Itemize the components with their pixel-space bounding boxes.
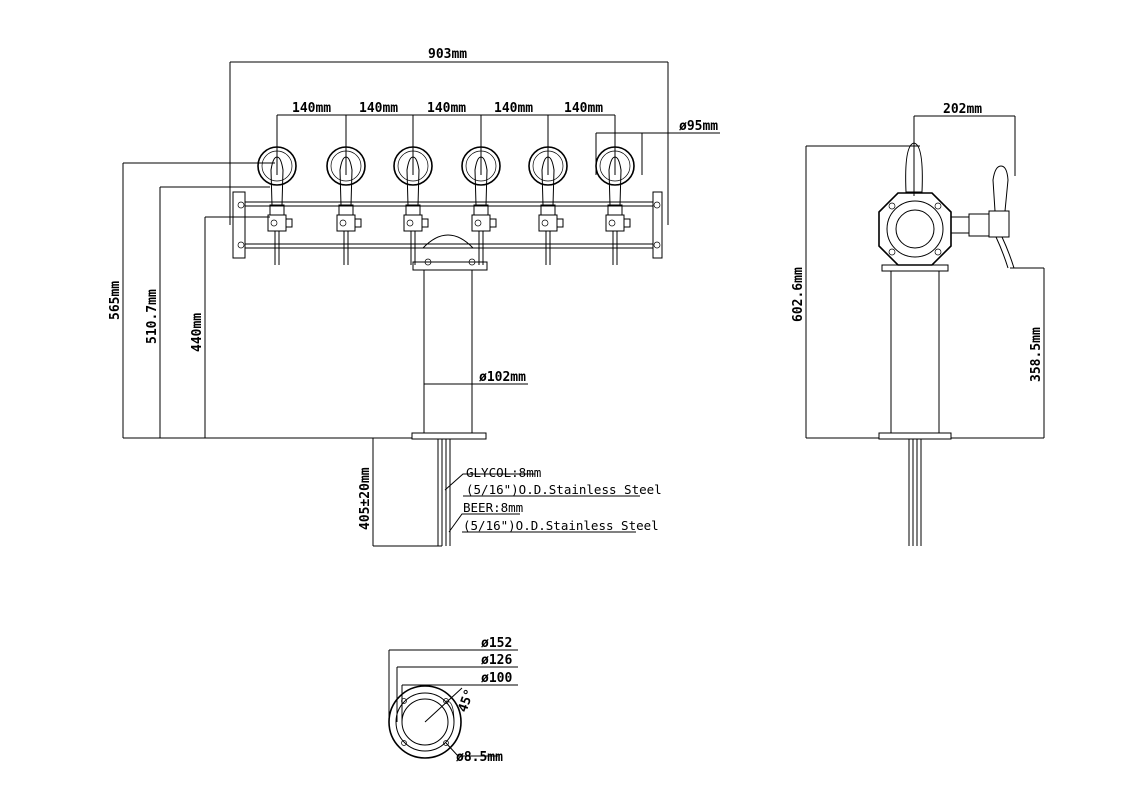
tap-spacing-label-3: 140mm [427, 101, 466, 116]
glycol-leader [444, 473, 640, 497]
side-column-base [878, 432, 952, 440]
column [423, 270, 473, 433]
height-440-label: 440mm [190, 313, 205, 352]
base-inner-label: ø100 [481, 671, 512, 686]
tap-side-knob [623, 218, 631, 228]
height-440-dimension [204, 216, 270, 438]
height-565-label: 565mm [108, 281, 123, 320]
tap-valve [270, 219, 278, 227]
glycol-note-line2: (5/16")O.D.Stainless Steel [466, 482, 662, 497]
medallion-dimension [595, 132, 720, 175]
tap-spout [343, 231, 349, 265]
height-510-dimension [159, 186, 270, 438]
height-565-dimension [122, 162, 275, 438]
beer-note-line2: (5/16")O.D.Stainless Steel [463, 518, 659, 533]
tap-spacing-label-5: 140mm [564, 101, 603, 116]
bolt-hole [401, 740, 407, 746]
side-view: 202mm 602.6mm 358.5mm [791, 102, 1045, 546]
shank-length-dimension [372, 438, 442, 547]
glycol-note-line1: GLYCOL:8mm [466, 465, 541, 480]
tap-side-knob [489, 218, 497, 228]
beer-leader [448, 513, 636, 533]
right-end-flange [652, 191, 663, 259]
left-end-flange [232, 191, 246, 259]
tap-valve [541, 219, 549, 227]
tap-side-knob [285, 218, 293, 228]
shank-tubes [437, 439, 451, 546]
side-faucet-body [988, 210, 1010, 238]
tap-valve [406, 219, 414, 227]
tap-side-knob [556, 218, 564, 228]
side-spout-dimension [951, 267, 1045, 439]
tap-spout [410, 231, 416, 265]
height-510-label: 510.7mm [145, 289, 160, 344]
angle-arc [445, 700, 455, 723]
side-depth-dimension [913, 115, 1016, 196]
overall-width-dimension [229, 61, 669, 225]
shank-length-label: 405±20mm [358, 467, 373, 530]
column-top-flange [412, 261, 488, 271]
horizontal-bar [245, 201, 653, 249]
beer-note-line1: BEER:8mm [463, 500, 523, 515]
base-bolt-circle-label: ø126 [481, 653, 512, 668]
side-faucet-spout [995, 236, 1015, 269]
tap-spout [274, 231, 280, 265]
front-view: 903mm 140mm 140mm 140mm 140mm 140mm ø95m… [108, 47, 720, 547]
center-arch [422, 234, 474, 249]
overall-width-label: 903mm [428, 47, 467, 62]
side-flange-bore [895, 209, 935, 249]
side-height-dimension [805, 145, 920, 439]
tap-spacing-label-1: 140mm [292, 101, 331, 116]
tap-valve [608, 219, 616, 227]
tap-spacing-label-4: 140mm [494, 101, 533, 116]
base-dimension-lines [388, 649, 518, 757]
tap-spout [478, 231, 484, 265]
side-faucet-shank [950, 216, 970, 234]
tap-spout [545, 231, 551, 265]
side-column [890, 271, 940, 433]
medallion-diameter-label: ø95mm [679, 119, 718, 134]
side-faucet-nut [968, 213, 990, 237]
side-flange-ring [886, 200, 944, 258]
side-column-flange [881, 264, 949, 272]
base-outer-label: ø152 [481, 636, 512, 651]
tap-spacing-dimension [276, 114, 616, 175]
side-tap-handle [992, 165, 1009, 212]
side-depth-label: 202mm [943, 102, 982, 117]
bolt-hole-label: ø8.5mm [456, 750, 503, 765]
column-diameter-label: ø102mm [479, 370, 526, 385]
side-tap-handle-front [905, 142, 923, 193]
side-shank-tubes [908, 439, 922, 546]
tap-spout [612, 231, 618, 265]
side-spout-height-label: 358.5mm [1029, 327, 1044, 382]
side-height-label: 602.6mm [791, 267, 806, 322]
tap-side-knob [421, 218, 429, 228]
column-base [411, 432, 487, 440]
base-plan-view: ø152 ø126 ø100 45° ø8.5mm [388, 636, 518, 765]
tap-spacing-label-2: 140mm [359, 101, 398, 116]
bolt-hole [443, 740, 449, 746]
tap-valve [474, 219, 482, 227]
tap-valve [339, 219, 347, 227]
tap-side-knob [354, 218, 362, 228]
